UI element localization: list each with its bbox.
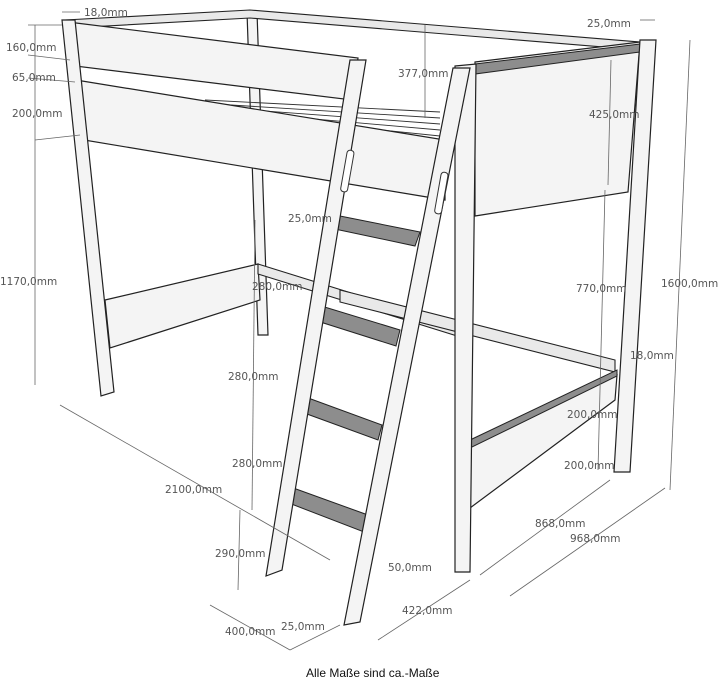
dim-ladder-rail-width: 25,0mm [281, 621, 325, 633]
caption: Alle Maße sind ca.-Maße [306, 666, 440, 680]
dimension-lines [27, 11, 691, 651]
dim-guard-height: 160,0mm [6, 42, 57, 54]
dim-top-post-width: 18,0mm [84, 7, 128, 19]
dim-right-post-width: 25,0mm [587, 18, 631, 30]
lower-frame-left [104, 263, 261, 349]
dim-step-thickness: 25,0mm [288, 213, 332, 225]
back-right-post [613, 39, 657, 473]
dim-under-end-height: 770,0mm [576, 283, 627, 295]
dim-total-length: 2100,0mm [165, 484, 222, 496]
front-right-post [454, 63, 477, 573]
ladder-handle-left [340, 149, 355, 193]
lower-frame-right [469, 374, 618, 510]
dim-lower-panel-height-2: 200,0mm [564, 460, 615, 472]
dim-end-panel-height: 425,0mm [589, 109, 640, 121]
dim-guard-inner: 377,0mm [398, 68, 449, 80]
dim-ladder-width: 400,0mm [225, 626, 276, 638]
dim-bottom-post-width: 18,0mm [630, 350, 674, 362]
dim-step-spacing-1: 280,0mm [252, 281, 303, 293]
dim-inner-width: 868,0mm [535, 518, 586, 530]
dim-ladder-offset: 50,0mm [388, 562, 432, 574]
dim-step-spacing-3: 280,0mm [232, 458, 283, 470]
dim-lower-panel-height-1: 200,0mm [567, 409, 618, 421]
ladder-handle-right [434, 171, 449, 215]
dim-first-step-height: 290,0mm [215, 548, 266, 560]
dim-total-width: 968,0mm [570, 533, 621, 545]
dim-step-spacing-2: 280,0mm [228, 371, 279, 383]
dim-under-height: 1170,0mm [0, 276, 57, 288]
dim-frame-height: 200,0mm [12, 108, 63, 120]
dim-guard-gap: 65,0mm [12, 72, 56, 84]
dim-ladder-depth: 422,0mm [402, 605, 453, 617]
front-left-post [61, 19, 115, 397]
dim-total-height: 1600,0mm [661, 278, 718, 290]
dimension-labels: 18,0mm 160,0mm 65,0mm 200,0mm 377,0mm 25… [0, 7, 718, 638]
